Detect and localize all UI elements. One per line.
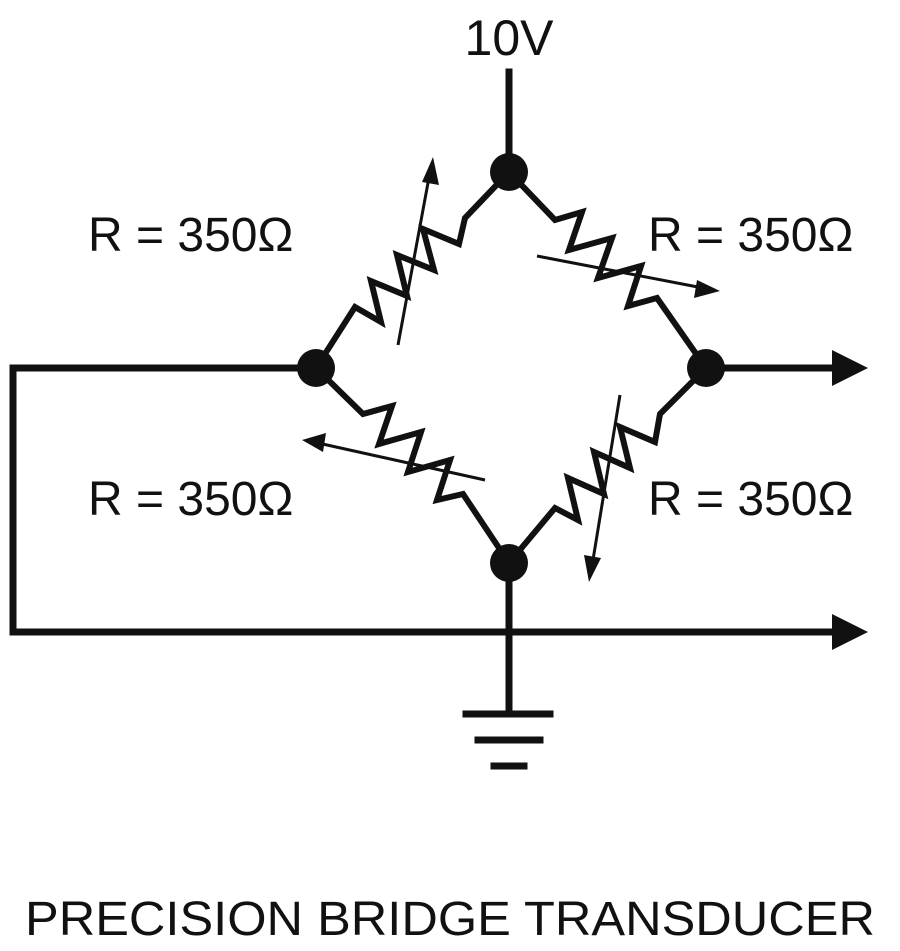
resistor-label-bottom-right: R = 350Ω — [648, 473, 853, 526]
resistor-label-top-right: R = 350Ω — [648, 209, 853, 262]
node-left — [297, 349, 335, 387]
node-bottom — [490, 544, 528, 582]
variable-resistor-icon — [302, 157, 720, 582]
arrow-right-icon — [832, 350, 868, 386]
node-top — [490, 153, 528, 191]
node-right — [687, 349, 725, 387]
resistor-label-top-left: R = 350Ω — [88, 209, 293, 262]
resistor-label-bottom-left: R = 350Ω — [88, 473, 293, 526]
resistor-bottom-left — [313, 365, 512, 565]
arrow-right-icon — [832, 614, 868, 650]
left-output-wire — [9, 364, 839, 636]
diagram-caption: PRECISION BRIDGE TRANSDUCER — [25, 893, 875, 946]
resistor-top-left — [313, 169, 512, 370]
supply-label: 10V — [465, 10, 555, 66]
resistor-bottom-right — [506, 365, 709, 565]
ground-icon — [462, 710, 554, 770]
resistor-top-right — [506, 169, 709, 370]
